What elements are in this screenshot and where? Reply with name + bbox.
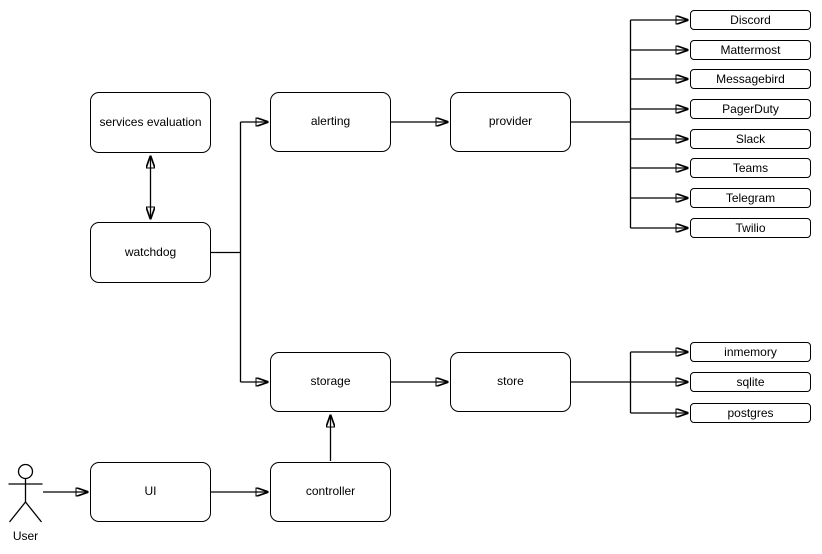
store-leaf-inmemory: inmemory <box>690 342 811 362</box>
node-alerting: alerting <box>270 92 391 152</box>
user-actor-icon <box>8 463 43 523</box>
node-services-evaluation: services evaluation <box>90 92 211 153</box>
node-watchdog: watchdog <box>90 222 211 283</box>
provider-leaf-mattermost: Mattermost <box>690 40 811 60</box>
user-actor-label: User <box>12 529 39 543</box>
node-controller: controller <box>270 462 391 522</box>
store-leaf-postgres: postgres <box>690 403 811 423</box>
provider-leaf-pagerduty: PagerDuty <box>690 99 811 119</box>
provider-leaf-slack: Slack <box>690 129 811 149</box>
store-leaf-sqlite: sqlite <box>690 372 811 392</box>
provider-leaf-teams: Teams <box>690 158 811 178</box>
provider-leaf-messagebird: Messagebird <box>690 69 811 89</box>
node-storage: storage <box>270 352 391 412</box>
provider-leaf-discord: Discord <box>690 10 811 30</box>
provider-leaf-telegram: Telegram <box>690 188 811 208</box>
provider-leaf-twilio: Twilio <box>690 218 811 238</box>
node-ui: UI <box>90 462 211 522</box>
node-provider: provider <box>450 92 571 152</box>
node-store: store <box>450 352 571 412</box>
